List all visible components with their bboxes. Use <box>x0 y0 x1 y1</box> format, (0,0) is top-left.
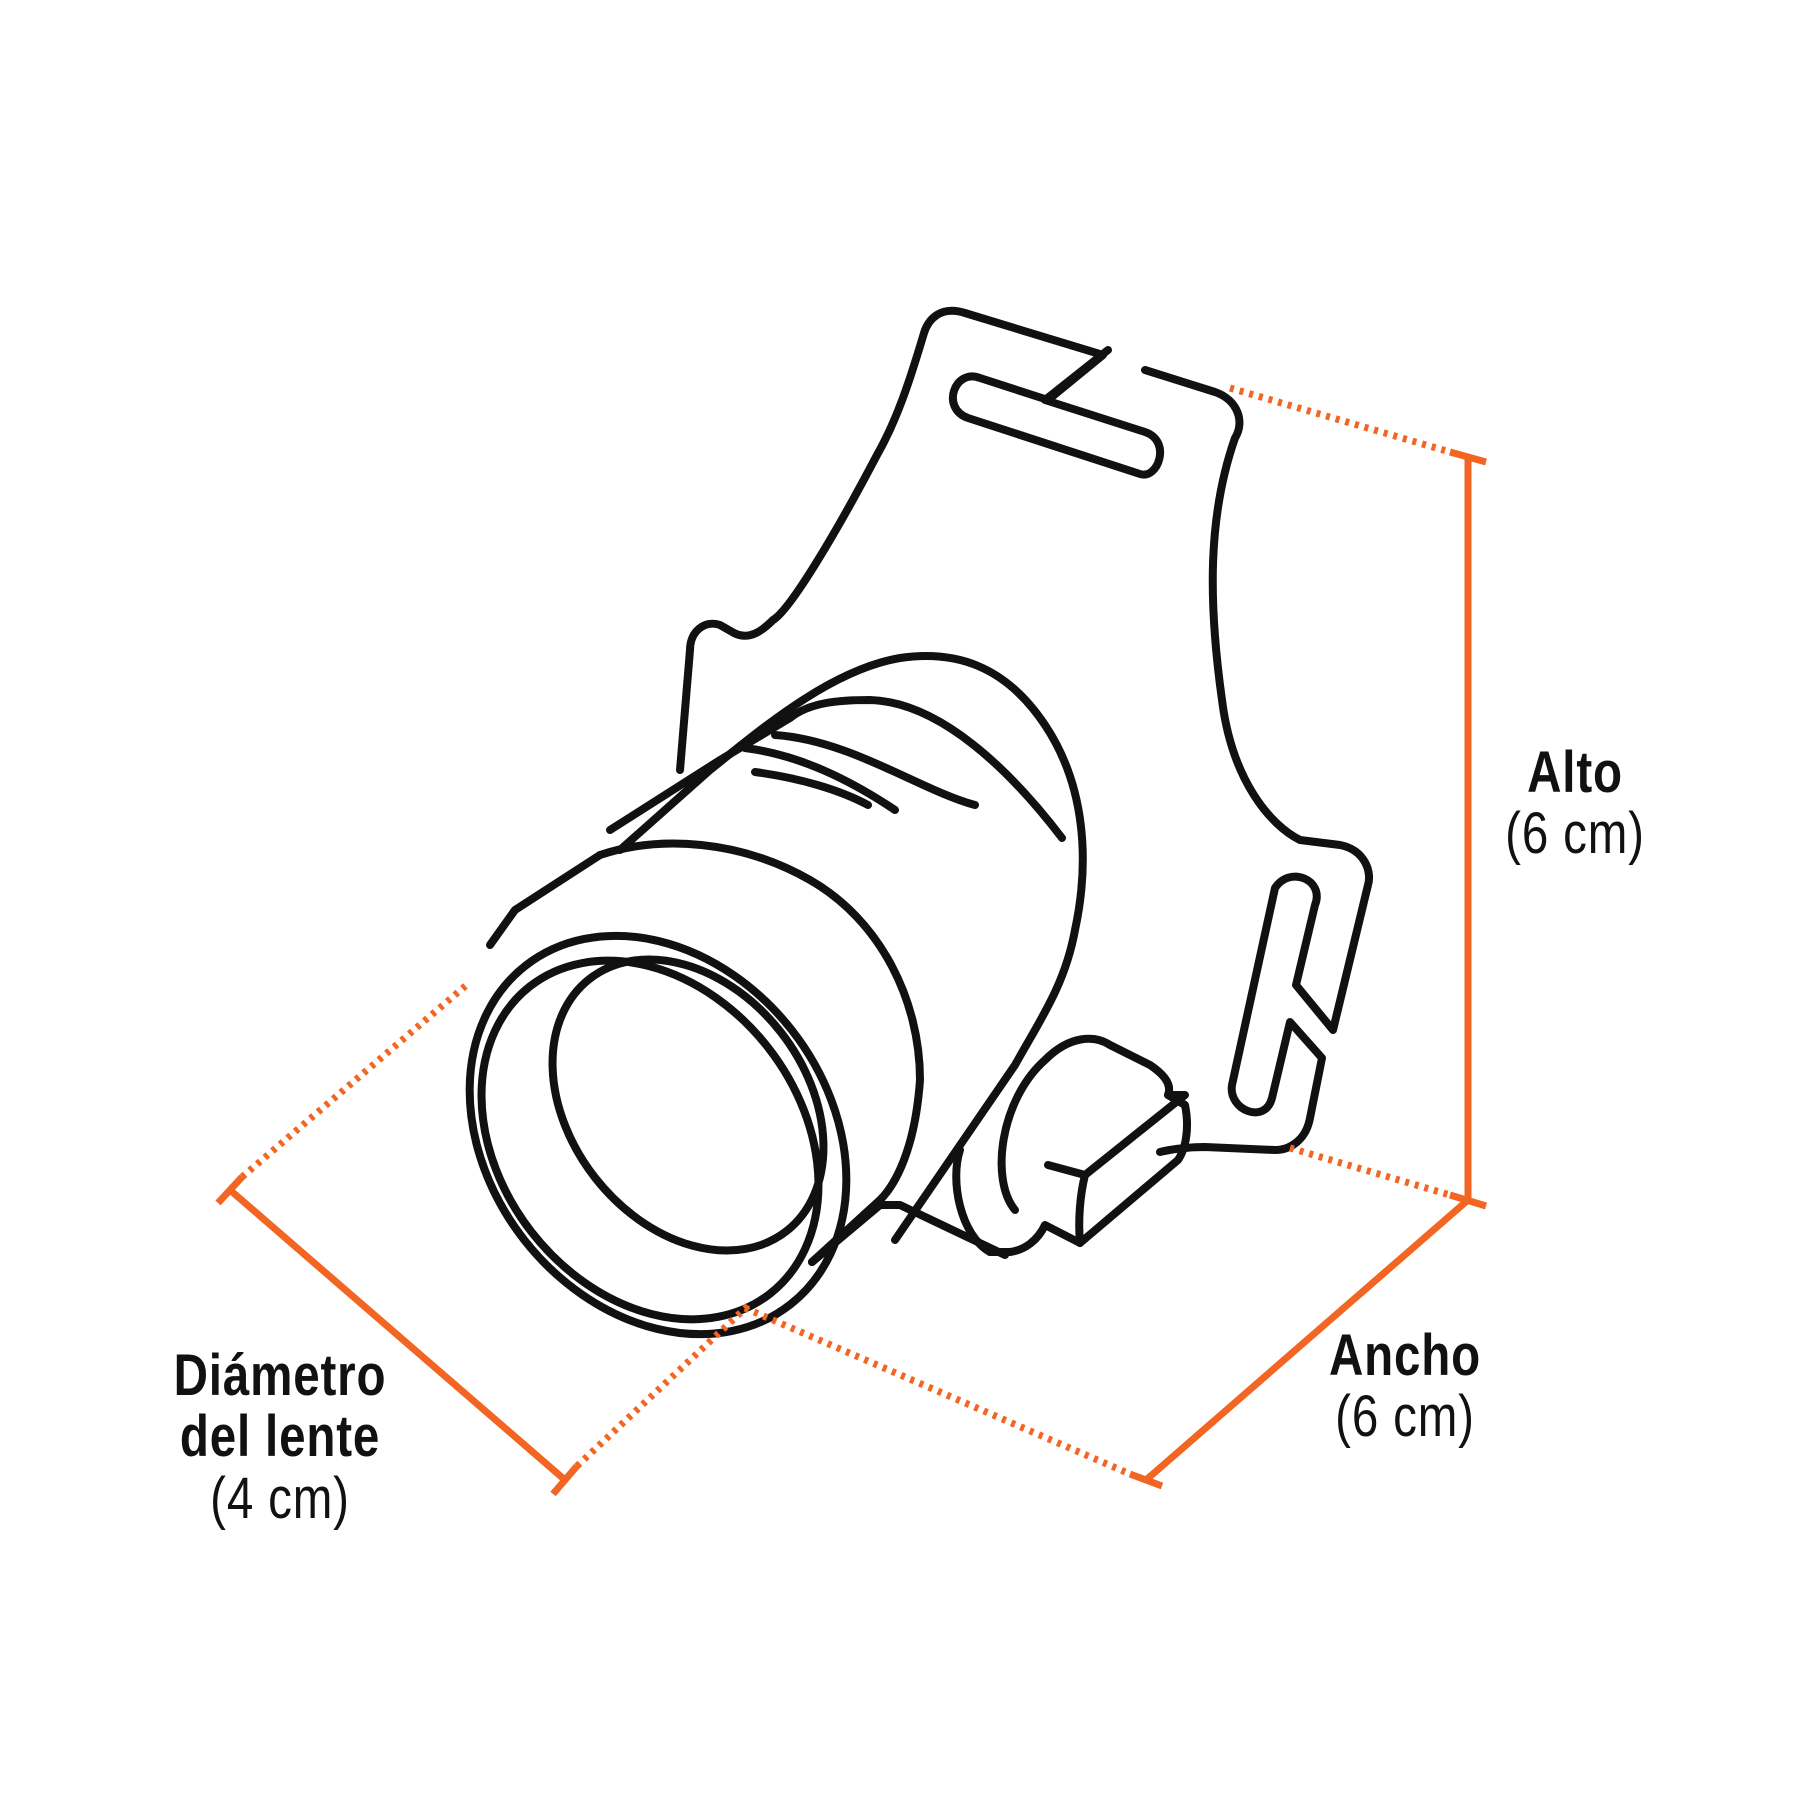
ancho-extension <box>743 1304 1132 1478</box>
alto-extension-top <box>1229 384 1451 456</box>
diametro-tick-top <box>215 1174 245 1206</box>
knob-face <box>1044 1091 1189 1179</box>
ridge-2 <box>751 768 872 809</box>
lens-inner <box>548 955 828 1255</box>
lamp-top-edge <box>606 714 794 834</box>
alto-extension-bottom <box>1289 1144 1451 1199</box>
lens-ring-middle <box>477 956 823 1324</box>
alto-label: Alto (6 cm) <box>1477 742 1674 865</box>
diametro-title-line2: del lente <box>179 1404 381 1470</box>
lamp-body <box>616 652 1087 1244</box>
lens-body-join <box>808 1201 1009 1266</box>
lens-ring-front-edge <box>486 851 604 949</box>
knob-face-2 <box>1075 1171 1089 1247</box>
ancho-tick <box>1128 1470 1164 1490</box>
diametro-dimension-line <box>227 1187 568 1483</box>
ridge-1 <box>741 744 899 814</box>
ancho-dimension-line <box>1143 1197 1471 1483</box>
diametro-tick-bottom <box>550 1463 580 1497</box>
side-plate <box>1141 366 1373 1156</box>
alto-title: Alto <box>1527 740 1623 805</box>
ridge-3 <box>771 731 979 809</box>
diametro-label: Diámetro del lente (4 cm) <box>149 1343 411 1531</box>
alto-tick-top <box>1449 448 1487 466</box>
diametro-extension-top <box>239 979 473 1180</box>
lens-ring-outer-back <box>596 839 924 1266</box>
diametro-value: (4 cm) <box>210 1465 350 1531</box>
headlamp-drawing <box>465 306 1373 1339</box>
knob-hinge <box>952 1146 994 1256</box>
adjustment-knob <box>986 1034 1191 1256</box>
ancho-value: (6 cm) <box>1335 1384 1475 1450</box>
diametro-title-line1: Diámetro <box>173 1343 387 1408</box>
ancho-label: Ancho (6 cm) <box>1298 1325 1511 1448</box>
strap-bracket <box>676 306 1165 774</box>
lens-ring-outer <box>465 931 851 1339</box>
alto-value: (6 cm) <box>1505 801 1645 867</box>
lamp-body-curve <box>786 696 1066 842</box>
ancho-title: Ancho <box>1328 1323 1482 1388</box>
dimension-lines <box>215 384 1488 1497</box>
